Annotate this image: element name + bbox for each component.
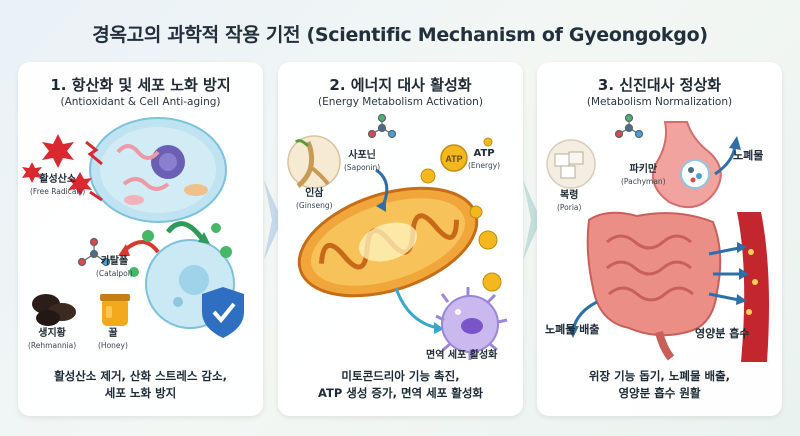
rehmannia-root-icon: [32, 294, 76, 326]
free-radical-icon: [22, 134, 92, 196]
page-title: 경옥고의 과학적 작용 기전 (Scientific Mechanism of …: [92, 24, 708, 46]
chevron-right-icon: [523, 180, 541, 260]
label-catalpol: 카탈폴 (Catalpol): [96, 256, 133, 278]
immune-cell-icon: [435, 287, 508, 360]
panel-description: 위장 기능 돕기, 노폐물 배출, 영양분 흡수 원활: [588, 369, 731, 400]
label-pachyman: 파키만 (Pachyman): [621, 164, 666, 186]
honey-jar-icon: [100, 294, 130, 326]
panel-subtitle: (Energy Metabolism Activation): [318, 96, 483, 108]
mitochondria-icon: [297, 186, 479, 298]
label-atp: ATP (Energy): [468, 148, 501, 170]
label-waste-out: 노폐물 배출: [545, 323, 600, 336]
label-waste: 노폐물: [733, 149, 764, 162]
poria-icon: [546, 139, 596, 189]
panel-subtitle: (Metabolism Normalization): [586, 96, 733, 108]
mitochondria-illustration: ATP: [287, 113, 508, 360]
label-immune-activation: 면역 세포 활성화: [426, 350, 498, 361]
antioxidant-illustration: [22, 117, 244, 338]
panel-title: 1. 항산화 및 세포 노화 방지: [50, 76, 231, 94]
molecule-icon: [367, 113, 397, 139]
panel-antioxidant: 1. 항산화 및 세포 노화 방지 (Antioxidant & Cell An…: [18, 62, 263, 416]
label-honey: 꿀 (Honey): [98, 328, 128, 350]
chevron-right-icon: [264, 180, 282, 260]
molecule-icon: [77, 237, 111, 267]
label-free-radicals: 활성산소 (Free Radicals): [30, 174, 86, 196]
shield-icon: [202, 287, 244, 338]
panel-subtitle: (Antioxidant & Cell Anti-aging): [60, 96, 221, 108]
panel-energy: 2. 에너지 대사 활성화 (Energy Metabolism Activat…: [278, 62, 523, 416]
blood-vessel-icon: [737, 212, 769, 362]
label-saponin: 사포닌 (Saponin): [344, 150, 381, 172]
panel-description: 활성산소 제거, 산화 스트레스 감소, 세포 노화 방지: [54, 369, 227, 400]
panel-metabolism: 3. 신진대사 정상화 (Metabolism Normalization): [537, 62, 782, 416]
panel-description: 미토콘드리아 기능 촉진, ATP 생성 증가, 면역 세포 활성화: [317, 369, 484, 400]
label-rehmannia: 생지황 (Rehmannia): [28, 328, 77, 350]
digestion-illustration: [546, 113, 769, 362]
label-nutrient-absorption: 영양분 흡수: [695, 327, 750, 340]
atp-molecule-icon: [420, 137, 502, 292]
label-poria: 복령 (Poria): [557, 190, 582, 212]
stomach-icon: [652, 121, 722, 209]
panel-title: 3. 신진대사 정상화: [597, 76, 722, 94]
atp-badge-text: ATP: [445, 154, 462, 164]
intestine-icon: [586, 211, 722, 361]
molecule-icon: [614, 113, 644, 139]
ginseng-root-icon: [287, 135, 341, 189]
panel-title: 2. 에너지 대사 활성화: [329, 76, 472, 94]
label-ginseng: 인삼 (Ginseng): [296, 188, 333, 210]
